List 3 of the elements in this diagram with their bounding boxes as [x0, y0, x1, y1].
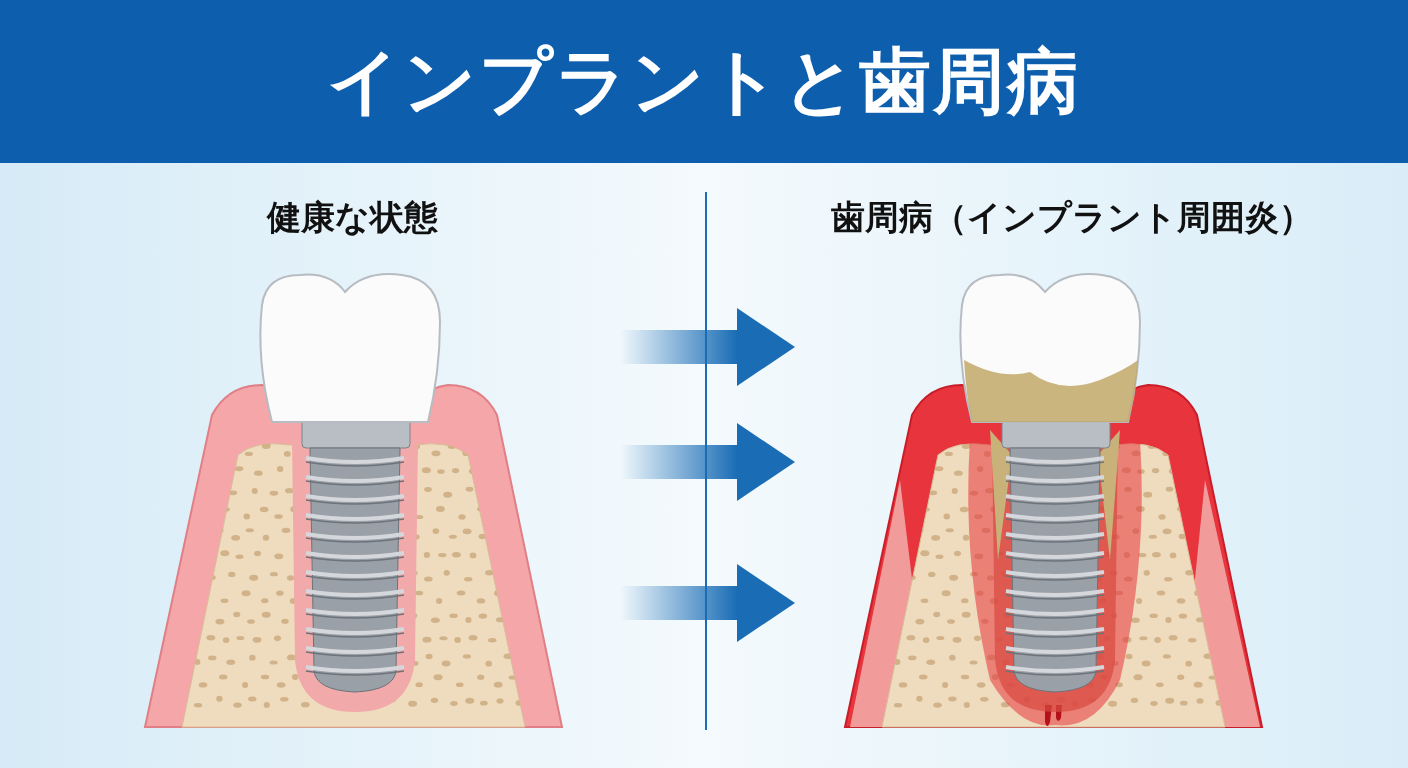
panel-heading: 健康な状態	[265, 196, 439, 239]
title: インプラントと歯周病	[327, 37, 1081, 125]
panel-heading: 歯周病（インプラント周囲炎）	[830, 196, 1314, 239]
